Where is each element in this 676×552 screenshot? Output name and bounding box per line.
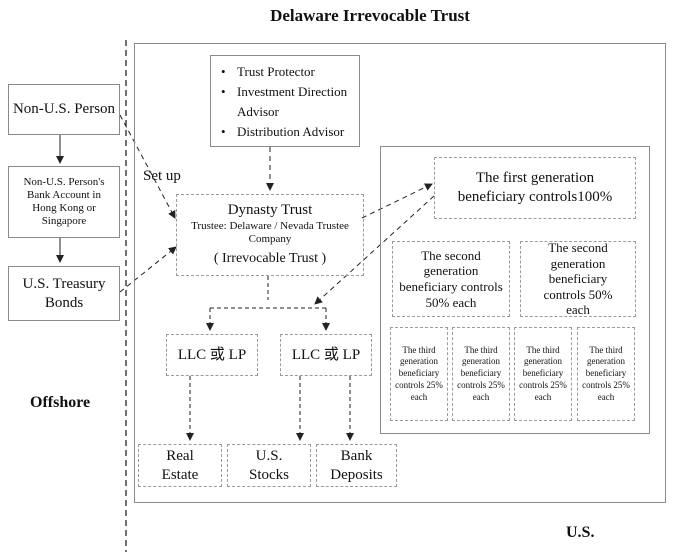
first-generation-box: The first generation beneficiary control… — [434, 157, 636, 219]
third-generation-box-2: The third generation beneficiary control… — [452, 327, 510, 421]
set-up-label: Set up — [143, 168, 181, 184]
offshore-label: Offshore — [30, 394, 91, 411]
treasury-bonds-label: U.S. Treasury Bonds — [22, 275, 106, 311]
first-generation-label: The first generation beneficiary control… — [457, 170, 613, 205]
beneficiaries-frame — [380, 146, 650, 434]
llc-lp-box-1: LLC 或 LP — [166, 334, 258, 376]
bank-deposits-label: Bank Deposits — [330, 447, 383, 483]
real-estate-box: Real Estate — [138, 444, 222, 487]
third-generation-box-3: The third generation beneficiary control… — [514, 327, 572, 421]
dynasty-trustee: Trustee: Delaware / Nevada Trustee Compa… — [191, 220, 349, 246]
dynasty-trust-name: Dynasty Trust — [227, 202, 313, 219]
second-generation-box-1: The second generation beneficiary contro… — [392, 241, 510, 317]
real-estate-label: Real Estate — [161, 447, 199, 483]
arrow-person-to-trust — [119, 114, 176, 219]
llc-lp-label-2: LLC 或 LP — [291, 346, 361, 363]
page-title: Delaware Irrevocable Trust — [270, 6, 470, 25]
non-us-person-label: Non-U.S. Person — [12, 101, 116, 118]
third-generation-label-4: The third generation beneficiary control… — [582, 344, 630, 402]
bank-account-label: Non-U.S. Person's Bank Account in Hong K… — [23, 175, 105, 228]
bank-account-box: Non-U.S. Person's Bank Account in Hong K… — [8, 166, 120, 238]
non-us-person-box: Non-U.S. Person — [8, 84, 120, 135]
dynasty-trust-type: ( Irrevocable Trust ) — [213, 251, 327, 267]
third-generation-label-2: The third generation beneficiary control… — [457, 344, 505, 402]
us-stocks-box: U.S. Stocks — [227, 444, 311, 487]
bank-deposits-box: Bank Deposits — [316, 444, 397, 487]
llc-lp-label-1: LLC 或 LP — [177, 346, 247, 363]
us-region-frame — [134, 43, 666, 503]
trust-protector-item: Trust Protector — [215, 62, 355, 82]
llc-lp-box-2: LLC 或 LP — [280, 334, 372, 376]
dynasty-trust-box: Dynasty Trust Trustee: Delaware / Nevada… — [176, 194, 364, 276]
second-generation-label-1: The second generation beneficiary contro… — [399, 247, 503, 310]
advisors-box: Trust Protector Investment Direction Adv… — [210, 55, 360, 147]
arrow-bonds-to-trust — [119, 246, 177, 293]
treasury-bonds-box: U.S. Treasury Bonds — [8, 266, 120, 321]
third-generation-label-1: The third generation beneficiary control… — [395, 344, 443, 402]
third-generation-box-4: The third generation beneficiary control… — [577, 327, 635, 421]
distribution-advisor-item: Distribution Advisor — [215, 122, 355, 142]
arrow-trust-to-beneficiary — [361, 183, 433, 219]
second-generation-box-2: The second generation beneficiary contro… — [520, 240, 636, 318]
advisors-list: Trust Protector Investment Direction Adv… — [215, 62, 355, 142]
investment-direction-advisor-item: Investment Direction Advisor — [215, 82, 355, 122]
us-stocks-label: U.S. Stocks — [248, 447, 289, 483]
third-generation-box-1: The third generation beneficiary control… — [390, 327, 448, 421]
third-generation-label-3: The third generation beneficiary control… — [519, 344, 567, 402]
second-generation-label-2: The second generation beneficiary contro… — [543, 240, 613, 318]
us-region-label: U.S. — [566, 524, 595, 541]
